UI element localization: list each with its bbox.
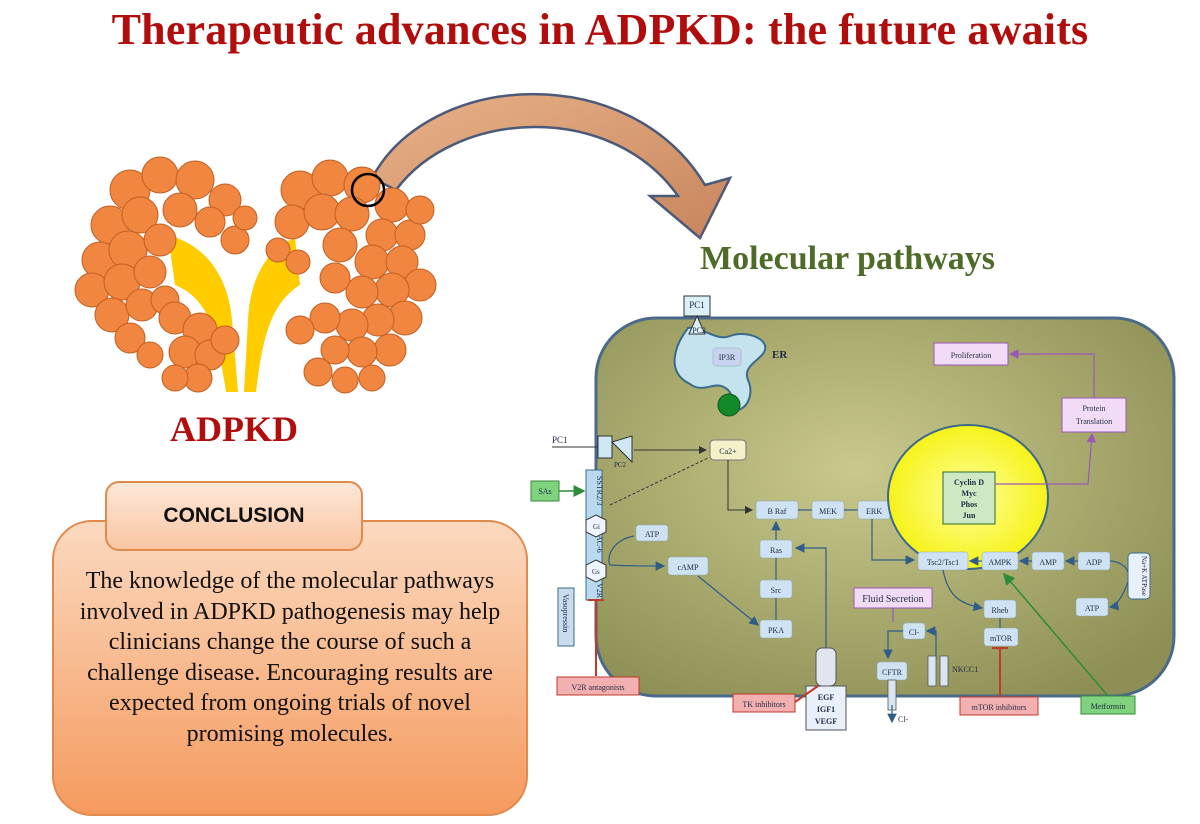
camp-label: cAMP [678,563,699,572]
v2r-label: V2R [595,583,604,599]
ampk-label: AMPK [988,558,1011,567]
kidney-cyst [285,249,311,275]
page-title: Therapeutic advances in ADPKD: the futur… [111,5,1089,54]
gene-cyclin-d: Cyclin D [954,478,984,487]
pc2-top-label: PC2 [692,326,706,335]
nkcc1-label: NKCC1 [952,665,978,674]
kidney-cyst [373,333,407,367]
kidney-cyst [394,219,426,251]
gene-myc: Myc [961,489,977,498]
kidney-cyst [309,302,341,334]
kidney-cyst [303,357,333,387]
kidney-cyst [143,223,177,257]
egf-label: EGF [818,693,835,702]
molecular-pathways-heading: Molecular pathways [700,240,995,277]
kidney-cyst [194,206,226,238]
atp-right-label: ATP [1085,604,1100,613]
kidney-cyst [322,227,358,263]
translation-label: Translation [1076,417,1112,426]
tk-inhibitors-label: TK inhibitors [742,700,785,709]
metformin-label: Metformin [1091,702,1126,711]
na-k-atpase-label: Na+K ATPase [1140,556,1148,596]
kidney-cyst [346,336,378,368]
kidney-cyst [320,335,350,365]
kidney-cyst [285,315,315,345]
kidney-cyst [161,364,189,392]
conclusion-box [52,520,528,816]
conclusion-heading: CONCLUSION [105,481,363,551]
cftr-label: CFTR [882,668,903,677]
pka-label: PKA [768,626,784,635]
kidney-cyst [345,275,379,309]
er-ion-channel [717,393,741,417]
endoplasmic-reticulum [673,326,767,412]
kidney-cyst [114,322,146,354]
protein-label: Protein [1082,404,1105,413]
cell-pathway-diagram: PC1 PC2 IP3R ER PC1 PC2 Ca2+ SSTR2/3 AC-… [530,295,1176,731]
kidney-cyst [210,325,240,355]
amp-label: AMP [1039,558,1057,567]
gene-jun: Jun [963,511,976,520]
mtor-label: mTOR [990,634,1013,643]
kidney-cyst [403,268,437,302]
kidney-cyst [162,192,198,228]
gene-phos: Phos [961,500,977,509]
pc1-top-label: PC1 [689,300,705,310]
kidney-cyst [334,196,370,232]
kidney-cyst [141,156,179,194]
gi-label: Gi [593,523,600,531]
kidney-cyst [405,195,435,225]
src-label: Src [771,586,782,595]
igf1-label: IGF1 [817,705,835,714]
atp-left-label: ATP [645,530,660,539]
cl-out-label: Cl- [898,715,909,724]
ras-label: Ras [770,546,782,555]
kidney-cyst [374,187,410,223]
kidney-cyst [208,183,242,217]
rheb-label: Rheb [992,606,1009,615]
ac6-label: AC-6 [595,535,604,553]
pc2-side-label: PC2 [614,461,627,469]
kidneys-illustration [74,156,437,394]
kidney-cyst [232,205,258,231]
kidney-cyst [175,160,215,200]
fluid-secretion-label: Fluid Secretion [862,594,923,605]
erk-label: ERK [866,507,882,516]
ip3r-label: IP3R [719,353,736,362]
kidney-cyst [136,341,164,369]
kidney-cyst [220,225,250,255]
cl-in-label: Cl- [909,628,920,637]
kidney-cyst [265,237,291,263]
kidney-cyst [121,196,159,234]
kidney-cyst [133,255,167,289]
conclusion-text: The knowledge of the molecular pathways … [79,568,501,747]
vasopressin-label: Vasopressin [561,594,570,632]
er-label: ER [772,349,788,361]
kidney-cyst [303,193,341,231]
kidney-cyst [331,366,359,394]
proliferation-label: Proliferation [951,351,991,360]
sas-label: SAs [538,487,551,496]
vegf-label: VEGF [815,717,837,726]
gs-label: Gs [592,568,600,576]
calcium-label: Ca2+ [719,447,737,456]
sstr-label: SSTR2/3 [595,476,604,505]
v2r-antagonists-label: V2R antagonists [571,683,624,692]
tsc-label: Tsc2/Tsc1 [927,558,959,567]
braf-label: B Raf [768,507,787,516]
kidney-cyst [311,159,349,197]
mtor-inhibitors-label: mTOR inhibitors [972,703,1027,712]
curved-arrow [370,92,733,240]
zoom-circle [350,172,386,208]
kidney-cyst [335,308,369,342]
kidney-cyst [354,244,390,280]
kidney-label: ADPKD [170,409,298,449]
adp-label: ADP [1086,558,1103,567]
kidney-cyst [319,262,351,294]
kidney-cyst [358,364,386,392]
pc1-side-label: PC1 [552,435,568,445]
mek-label: MEK [819,507,837,516]
